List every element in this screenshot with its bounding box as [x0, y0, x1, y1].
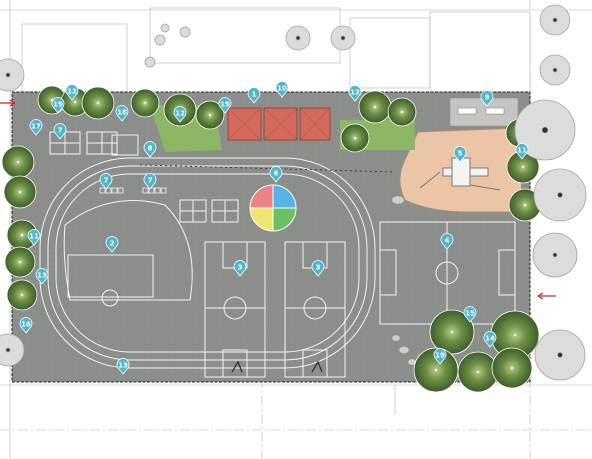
legend-marker-12: 12: [348, 85, 362, 102]
legend-marker-label: 19: [53, 100, 63, 108]
legend-marker-12: 12: [65, 84, 79, 101]
legend-marker-label: 8: [148, 144, 153, 152]
legend-marker-label: 1: [252, 90, 257, 98]
legend-marker-label: 7: [148, 176, 153, 184]
legend-marker-19: 19: [51, 97, 65, 114]
painted-game-circle: [249, 184, 297, 232]
legend-marker-label: 19: [435, 351, 445, 359]
tree-trunk-dot: [73, 100, 77, 104]
legend-marker-label: 16: [21, 320, 31, 328]
legend-marker-label: 15: [465, 309, 475, 317]
legend-marker-19: 19: [218, 97, 232, 114]
tree-trunk-dot: [510, 366, 514, 370]
tree-trunk-dot: [18, 260, 22, 264]
legend-marker-label: 3: [316, 263, 321, 271]
legend-marker-2: 2: [105, 236, 119, 253]
legend-marker-19: 19: [433, 348, 447, 365]
legend-marker-11: 11: [27, 229, 41, 246]
legend-marker-8: 8: [143, 141, 157, 158]
legend-marker-7: 7: [99, 173, 113, 190]
tree-trunk-dot: [353, 136, 357, 140]
tree-trunk-dot: [96, 101, 100, 105]
tree-trunk-dot: [20, 293, 24, 297]
legend-marker-label: 3: [238, 263, 243, 271]
legend-marker-7: 7: [53, 123, 67, 140]
tree-trunk-dot: [143, 101, 147, 105]
entry-arrows: [0, 99, 556, 300]
legend-marker-label: 2: [110, 239, 115, 247]
legend-marker-3: 3: [233, 260, 247, 277]
legend-marker-1: 1: [247, 87, 261, 104]
legend-marker-label: 12: [67, 87, 77, 95]
legend-marker-11: 11: [515, 143, 529, 160]
legend-marker-label: 12: [175, 109, 185, 117]
street-trees: [0, 4, 587, 381]
legend-marker-13: 13: [116, 358, 130, 375]
legend-marker-label: 19: [220, 100, 230, 108]
legend-marker-label: 13: [37, 271, 47, 279]
bench: [457, 107, 477, 115]
legend-marker-label: 5: [458, 149, 463, 157]
legend-marker-10: 10: [275, 81, 289, 98]
tree-trunk-dot: [450, 330, 454, 334]
legend-marker-6: 6: [269, 166, 283, 183]
legend-marker-7: 7: [143, 173, 157, 190]
arrow-left-icon: [537, 292, 556, 300]
tree-trunk-dot: [18, 190, 22, 194]
legend-marker-9: 9: [480, 90, 494, 107]
tree-trunk-dot: [208, 113, 212, 117]
tree-trunk-dot: [521, 165, 525, 169]
legend-marker-label: 11: [517, 146, 527, 154]
legend-marker-label: 14: [485, 334, 495, 342]
tree-trunk-dot: [400, 110, 404, 114]
legend-marker-13: 13: [35, 268, 49, 285]
legend-marker-16: 16: [19, 317, 33, 334]
legend-marker-3: 3: [311, 260, 325, 277]
legend-marker-label: 7: [58, 126, 63, 134]
arrow-right-icon: [0, 99, 16, 107]
legend-marker-label: 17: [31, 122, 41, 130]
legend-marker-label: 10: [277, 84, 287, 92]
legend-marker-label: 11: [29, 232, 39, 240]
legend-marker-5: 5: [453, 146, 467, 163]
legend-marker-label: 6: [274, 169, 279, 177]
tree-trunk-dot: [513, 333, 517, 337]
legend-marker-label: 18: [117, 108, 127, 116]
tree-trunk-dot: [434, 368, 438, 372]
legend-marker-18: 18: [115, 105, 129, 122]
legend-marker-14: 14: [483, 331, 497, 348]
legend-marker-label: 7: [104, 176, 109, 184]
bench: [485, 107, 505, 115]
tree-canopy-group: [1, 85, 542, 393]
legend-marker-label: 12: [350, 88, 360, 96]
tree-trunk-dot: [20, 233, 24, 237]
legend-marker-label: 9: [485, 93, 490, 101]
legend-marker-4: 4: [440, 233, 454, 250]
tree-trunk-dot: [16, 160, 20, 164]
legend-marker-label: 13: [118, 361, 128, 369]
legend-marker-17: 17: [29, 119, 43, 136]
hoops: [231, 360, 323, 373]
legend-marker-15: 15: [463, 306, 477, 323]
legend-marker-12: 12: [173, 106, 187, 123]
boulders: [391, 195, 417, 366]
tree-trunk-dot: [523, 203, 527, 207]
tree-trunk-dot: [476, 370, 480, 374]
legend-marker-label: 4: [445, 236, 450, 244]
tree-trunk-dot: [373, 105, 377, 109]
hopscotch: [99, 187, 167, 194]
